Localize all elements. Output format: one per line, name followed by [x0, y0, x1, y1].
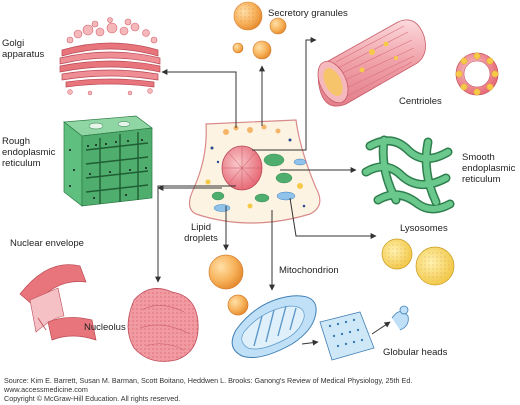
centrioles-illustration: [317, 19, 499, 107]
golgi-label-line2: apparatus: [2, 49, 45, 60]
mitochondrion-illustration: [231, 295, 409, 361]
nuclear-envelope-illustration: [19, 264, 97, 341]
smooth-er-illustration: [361, 135, 455, 214]
lipid-droplets-label-line1: Lipid: [190, 222, 212, 233]
lipid-droplets-label-line2: droplets: [184, 233, 218, 244]
lipid-droplets-illustration: [208, 254, 249, 316]
smooth-er-label-line1: Smooth: [462, 152, 495, 163]
copyright-notice: Copyright © McGraw-Hill Education. All r…: [4, 394, 181, 404]
smooth-er-label-line3: reticulum: [462, 174, 501, 185]
source-attribution: Source: Kim E. Barrett, Susan M. Barman,…: [4, 376, 518, 404]
source-website: www.accessmedicine.com: [4, 385, 88, 395]
secretory-granules-illustration: [232, 1, 287, 60]
lysosomes-label: Lysosomes: [400, 223, 448, 234]
golgi-label-line1: Golgi: [2, 38, 25, 49]
nuclear-envelope-label: Nuclear envelope: [10, 238, 84, 249]
rough-er-illustration: [63, 115, 153, 207]
mitochondrion-label: Mitochondrion: [279, 265, 339, 276]
smooth-er-label-line2: endoplasmic: [462, 163, 516, 174]
globular-heads-label: Globular heads: [383, 347, 448, 358]
cell-illustration: [188, 119, 321, 224]
centrioles-label: Centrioles: [399, 96, 442, 107]
source-citation: Source: Kim E. Barrett, Susan M. Barman,…: [4, 376, 413, 385]
rough-er-label-line2: endoplasmic: [2, 147, 56, 158]
secretory-granules-label: Secretory granules: [268, 8, 348, 19]
rough-er-label-line3: reticulum: [2, 158, 41, 169]
connector-arrows: [155, 37, 391, 346]
lysosomes-illustration: [381, 238, 455, 286]
rough-er-label-line1: Rough: [2, 136, 30, 147]
nucleolus-illustration: [127, 288, 199, 362]
nucleolus-label: Nucleolus: [84, 322, 126, 333]
golgi-apparatus-illustration: [59, 17, 161, 96]
